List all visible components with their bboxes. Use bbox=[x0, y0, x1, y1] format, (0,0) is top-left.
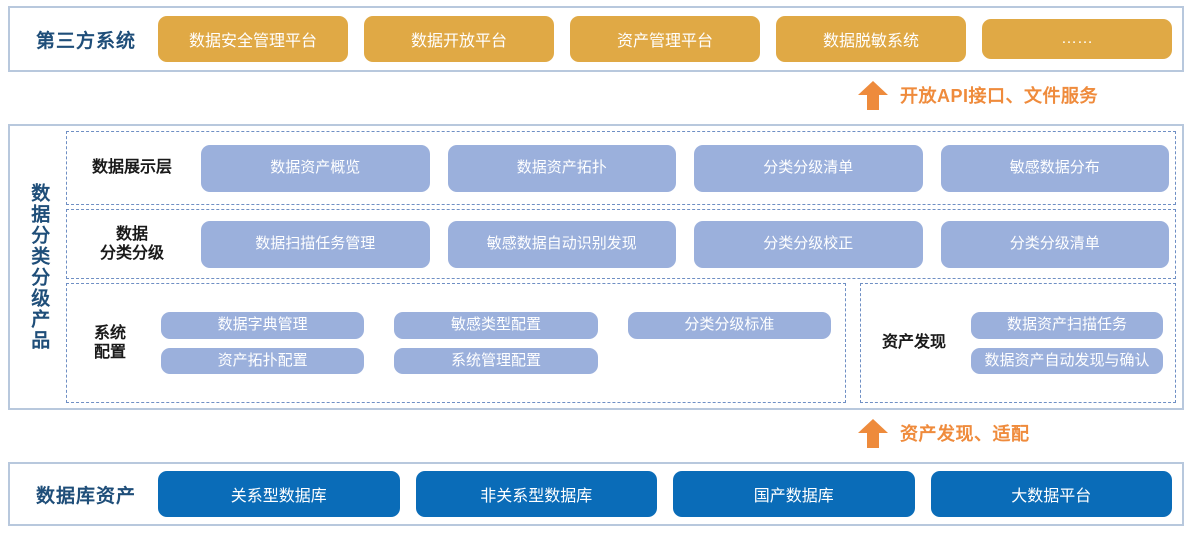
arrow-up-icon bbox=[858, 418, 888, 448]
section-label-line-2: 配置 bbox=[93, 344, 126, 361]
tile-classification-grading-list[interactable]: 分类分级清单 bbox=[694, 144, 923, 192]
section-tiles-system-config: 数据字典管理 敏感类型配置 分类分级标准 资产拓扑配置 系统管理配置 bbox=[147, 307, 839, 379]
tile-sensitive-data-auto-identification[interactable]: 敏感数据自动识别发现 bbox=[447, 220, 676, 268]
section-label-data-display-layer: 数据展示层 bbox=[91, 159, 172, 177]
database-asset-relational[interactable]: 关系型数据库 bbox=[158, 471, 400, 517]
third-party-systems-title: 第三方系统 bbox=[35, 30, 136, 52]
database-assets-list: 关系型数据库 非关系型数据库 国产数据库 大数据平台 bbox=[152, 471, 1172, 517]
tile-data-asset-topology[interactable]: 数据资产拓扑 bbox=[447, 144, 676, 192]
database-asset-bigdata[interactable]: 大数据平台 bbox=[930, 471, 1172, 517]
tile-system-management-config[interactable]: 系统管理配置 bbox=[394, 347, 598, 374]
tile-data-asset-auto-discovery[interactable]: 数据资产自动发现与确认 bbox=[971, 347, 1163, 374]
discovery-arrow-caption: 资产发现、适配 bbox=[900, 424, 1030, 444]
section-label-system-config: 系统 配置 bbox=[73, 324, 147, 362]
discovery-arrow-group: 资产发现、适配 bbox=[858, 418, 1030, 448]
section-tiles-data-display-layer: 数据资产概览 数据资产拓扑 分类分级清单 敏感数据分布 bbox=[191, 144, 1169, 192]
product-sections: 数据展示层 数据资产概览 数据资产拓扑 分类分级清单 敏感数据分布 数据 分类分… bbox=[66, 126, 1182, 408]
api-arrow-group: 开放API接口、文件服务 bbox=[858, 80, 1098, 110]
tile-data-scan-task-management[interactable]: 数据扫描任务管理 bbox=[201, 220, 430, 268]
tile-asset-topology-config[interactable]: 资产拓扑配置 bbox=[161, 347, 365, 374]
database-assets-title: 数据库资产 bbox=[35, 485, 136, 507]
section-label-asset-discovery: 资产发现 bbox=[881, 334, 946, 352]
section-data-classification: 数据 分类分级 数据扫描任务管理 敏感数据自动识别发现 分类分级校正 分类分级清… bbox=[66, 209, 1176, 279]
section-label-line-1: 数据 bbox=[115, 225, 148, 243]
section-tiles-data-classification: 数据扫描任务管理 敏感数据自动识别发现 分类分级校正 分类分级清单 bbox=[191, 220, 1169, 268]
third-party-system-chip[interactable]: 数据开放平台 bbox=[364, 16, 554, 62]
section-data-display-layer: 数据展示层 数据资产概览 数据资产拓扑 分类分级清单 敏感数据分布 bbox=[66, 131, 1176, 205]
database-asset-domestic[interactable]: 国产数据库 bbox=[673, 471, 915, 517]
tile-data-asset-scan-task[interactable]: 数据资产扫描任务 bbox=[971, 312, 1163, 339]
tile-classification-grading-correction[interactable]: 分类分级校正 bbox=[694, 220, 923, 268]
tile-placeholder bbox=[628, 348, 831, 374]
third-party-system-chip-more[interactable]: …… bbox=[982, 19, 1172, 59]
tile-data-asset-overview[interactable]: 数据资产概览 bbox=[201, 144, 430, 192]
section-label-line-1: 系统 bbox=[93, 324, 126, 342]
third-party-system-chip[interactable]: 数据安全管理平台 bbox=[158, 16, 348, 62]
section-label-data-classification: 数据 分类分级 bbox=[73, 225, 191, 263]
section-tiles-asset-discovery: 数据资产扫描任务 数据资产自动发现与确认 bbox=[961, 307, 1169, 379]
tile-data-dictionary-management[interactable]: 数据字典管理 bbox=[161, 312, 365, 339]
tile-sensitive-data-distribution[interactable]: 敏感数据分布 bbox=[940, 144, 1169, 192]
third-party-systems-list: 数据安全管理平台 数据开放平台 资产管理平台 数据脱敏系统 …… bbox=[152, 16, 1172, 62]
database-asset-non-relational[interactable]: 非关系型数据库 bbox=[415, 471, 657, 517]
tile-classification-grading-list[interactable]: 分类分级清单 bbox=[940, 220, 1169, 268]
section-system-config: 系统 配置 数据字典管理 敏感类型配置 分类分级标准 资产拓扑配置 系统管理配置 bbox=[66, 283, 846, 403]
third-party-system-chip[interactable]: 数据脱敏系统 bbox=[776, 16, 966, 62]
third-party-systems-panel: 第三方系统 数据安全管理平台 数据开放平台 资产管理平台 数据脱敏系统 …… bbox=[8, 6, 1184, 72]
api-arrow-caption: 开放API接口、文件服务 bbox=[900, 86, 1099, 106]
database-assets-panel: 数据库资产 关系型数据库 非关系型数据库 国产数据库 大数据平台 bbox=[8, 462, 1184, 526]
classification-product-panel: 数据分类分级产品 数据展示层 数据资产概览 数据资产拓扑 分类分级清单 敏感数据… bbox=[8, 124, 1184, 410]
classification-product-title: 数据分类分级产品 bbox=[28, 183, 50, 351]
tile-sensitive-type-config[interactable]: 敏感类型配置 bbox=[394, 312, 598, 339]
third-party-system-chip[interactable]: 资产管理平台 bbox=[570, 16, 760, 62]
bottom-sections-wrapper: 系统 配置 数据字典管理 敏感类型配置 分类分级标准 资产拓扑配置 系统管理配置… bbox=[66, 283, 1176, 403]
tile-classification-grading-standard[interactable]: 分类分级标准 bbox=[627, 312, 831, 339]
arrow-up-icon bbox=[858, 80, 888, 110]
section-asset-discovery: 资产发现 数据资产扫描任务 数据资产自动发现与确认 bbox=[860, 283, 1176, 403]
section-label-line-2: 分类分级 bbox=[99, 245, 164, 262]
